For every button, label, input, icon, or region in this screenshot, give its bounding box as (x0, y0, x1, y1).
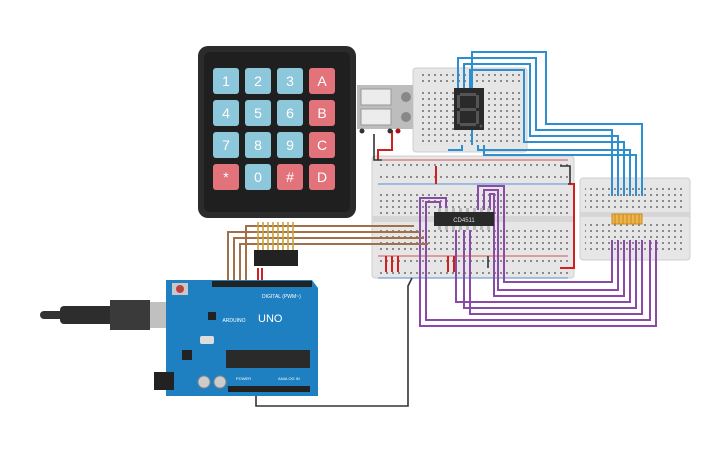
digital-label: DIGITAL (PWM~) (262, 294, 301, 300)
wires-ribbon[interactable] (257, 222, 294, 252)
keypad-key-0[interactable]: 0 (245, 164, 271, 190)
power-module[interactable] (357, 85, 413, 134)
keypad-key-label: 1 (222, 73, 230, 89)
analog-label: ANALOG IN (278, 376, 300, 381)
seven-segment-display[interactable] (454, 88, 484, 130)
keypad-key-1[interactable]: 1 (213, 68, 239, 94)
arduino-model: UNO (258, 313, 283, 325)
wires-purple[interactable] (419, 185, 657, 327)
keypad-key-hash[interactable]: # (277, 164, 303, 190)
wires-red[interactable] (257, 130, 575, 284)
power-label: POWER (236, 376, 251, 381)
keypad-key-label: 6 (286, 105, 294, 121)
wires-blue[interactable] (448, 51, 643, 196)
keypad-key-a[interactable]: A (309, 68, 335, 94)
keypad-key-2[interactable]: 2 (245, 68, 271, 94)
keypad-key-6[interactable]: 6 (277, 100, 303, 126)
arduino-uno[interactable]: UNO ARDUINO DIGITAL (PWM~) POWER ANALOG … (154, 280, 318, 396)
keypad-keys[interactable]: 1 2 3 A 4 5 6 B 7 8 9 C * 0 # D (213, 68, 335, 190)
usb-cable[interactable] (40, 300, 178, 330)
arduino-brand: ARDUINO (222, 318, 245, 324)
keypad-key-label: 4 (222, 105, 230, 121)
keypad-key-d[interactable]: D (309, 164, 335, 190)
keypad-key-5[interactable]: 5 (245, 100, 271, 126)
keypad-key-label: B (317, 105, 326, 121)
keypad-key-label: 5 (254, 105, 262, 121)
keypad-key-label: D (317, 169, 327, 185)
keypad-key-label: 7 (222, 137, 230, 153)
keypad-key-7[interactable]: 7 (213, 132, 239, 158)
keypad-key-label: A (317, 73, 327, 89)
keypad-key-9[interactable]: 9 (277, 132, 303, 158)
keypad-key-label: 8 (254, 137, 262, 153)
keypad-key-b[interactable]: B (309, 100, 335, 126)
keypad-key-label: C (317, 137, 327, 153)
keypad-key-star[interactable]: * (213, 164, 239, 190)
wires-brown[interactable] (227, 225, 428, 282)
keypad-key-label: 2 (254, 73, 262, 89)
keypad-key-3[interactable]: 3 (277, 68, 303, 94)
keypad-key-label: # (286, 169, 294, 185)
ic-chip[interactable]: CD4511 (434, 208, 494, 230)
keypad-key-c[interactable]: C (309, 132, 335, 158)
keypad-key-label: * (223, 169, 229, 185)
keypad-key-label: 0 (254, 169, 262, 185)
pin-header (254, 250, 298, 266)
keypad-key-label: 9 (286, 137, 294, 153)
resistor-array[interactable] (611, 213, 643, 225)
keypad-key-label: 3 (286, 73, 294, 89)
keypad-key-8[interactable]: 8 (245, 132, 271, 158)
wires-black[interactable] (255, 134, 571, 407)
keypad-key-4[interactable]: 4 (213, 100, 239, 126)
ic-label: CD4511 (453, 218, 475, 224)
